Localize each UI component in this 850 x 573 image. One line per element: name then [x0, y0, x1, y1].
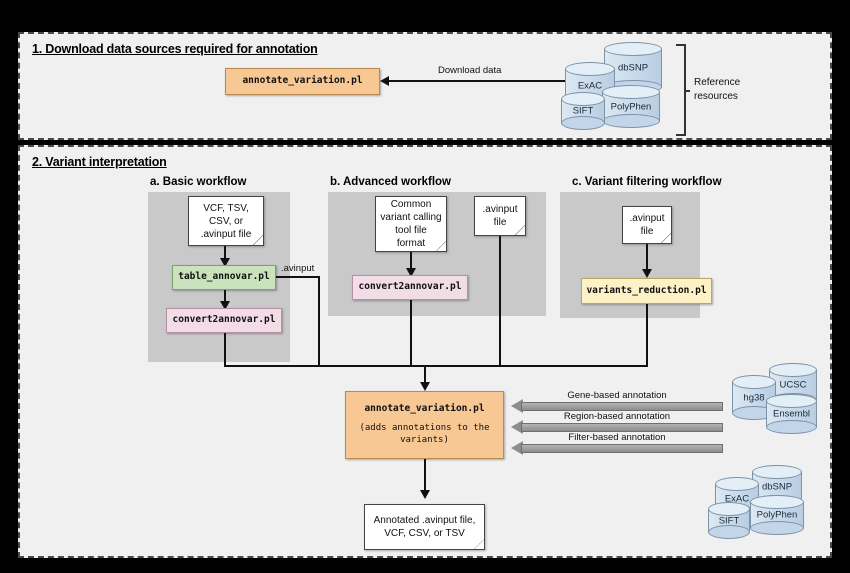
section-1-title: 1. Download data sources required for an… [32, 42, 318, 56]
workflow-b-arrow-1 [406, 268, 416, 277]
reference-resources-bracket [676, 44, 690, 136]
download-arrow-head [380, 76, 389, 86]
workflow-a-input-note: VCF, TSV, CSV, or .avinput file [188, 196, 264, 246]
db-cylinder-sift-2-label: SIFT [718, 515, 740, 526]
db-cylinder-dbsnp-2-label: dbSNP [761, 481, 793, 493]
annotate-variation-central-subtitle: (adds annotations to the variants) [359, 423, 490, 446]
merge-bus-line [224, 365, 648, 367]
workflow-a-arrow-1 [220, 258, 230, 267]
db-cylinder-polyphen-2: PolyPhen [750, 495, 804, 535]
avinput-bypass-v [318, 276, 320, 366]
annotate-variation-box-section1[interactable]: annotate_variation.pl [225, 68, 380, 95]
section-2-title: 2. Variant interpretation [32, 155, 167, 169]
workflow-a-line-1 [224, 246, 226, 263]
workflow-c-arrow-1 [642, 269, 652, 278]
workflow-b-avinput-note: .avinput file [474, 196, 526, 236]
workflow-b-title: b. Advanced workflow [330, 176, 451, 188]
workflow-b-avinput-line [499, 236, 501, 366]
merge-to-central-line [424, 365, 426, 388]
workflow-b-input-text: Common variant calling tool file format [380, 199, 442, 249]
db-cylinder-ensembl: Ensembl [766, 394, 817, 434]
workflow-c-input-note: .avinput file [622, 206, 672, 244]
reference-resources-label: Reference resources [694, 77, 741, 102]
filter-based-annotation-arrow [511, 441, 723, 455]
workflow-b-line-2 [410, 300, 412, 366]
merge-to-central-arrow [420, 382, 430, 391]
region-based-annotation-arrow [511, 420, 723, 434]
db-cylinder-polyphen: PolyPhen [602, 85, 660, 128]
db-cylinder-dbsnp-label: dbSNP [617, 62, 649, 74]
workflow-b-input-note: Common variant calling tool file format [375, 196, 447, 252]
workflow-c-line-2 [646, 304, 648, 366]
workflow-a-arrow-2 [220, 301, 230, 310]
convert2annovar-label-b: convert2annovar.pl [358, 281, 462, 293]
central-to-output-line [424, 459, 426, 496]
db-cylinder-sift-2: SIFT [708, 502, 750, 539]
section-1-panel: 1. Download data sources required for an… [18, 32, 832, 140]
workflow-a-line-3 [224, 333, 226, 366]
region-based-annotation-label: Region-based annotation [563, 411, 671, 422]
db-cylinder-ucsc-label: UCSC [779, 379, 807, 391]
variants-reduction-box[interactable]: variants_reduction.pl [581, 278, 712, 304]
gene-based-annotation-arrow [511, 399, 723, 413]
convert2annovar-box-a[interactable]: convert2annovar.pl [166, 308, 282, 333]
db-cylinder-exac-label: ExAC [577, 80, 603, 92]
db-cylinder-hg38-label: hg38 [743, 392, 765, 403]
db-cylinder-polyphen-label: PolyPhen [610, 101, 652, 112]
annotate-variation-label: annotate_variation.pl [242, 75, 363, 87]
convert2annovar-box-b[interactable]: convert2annovar.pl [352, 275, 468, 300]
db-cylinder-sift: SIFT [561, 92, 605, 130]
annotate-variation-box-central[interactable]: annotate_variation.pl (adds annotations … [345, 391, 504, 459]
central-to-output-arrow [420, 490, 430, 499]
output-text: Annotated .avinput file, VCF, CSV, or TS… [373, 515, 476, 539]
filter-based-annotation-label: Filter-based annotation [568, 432, 666, 443]
db-cylinder-hg38: hg38 [732, 375, 776, 420]
variants-reduction-label: variants_reduction.pl [586, 284, 707, 296]
db-cylinder-polyphen-2-label: PolyPhen [756, 509, 798, 521]
output-note: Annotated .avinput file, VCF, CSV, or TS… [364, 504, 485, 550]
gene-based-annotation-label: Gene-based annotation [567, 390, 667, 401]
download-data-label: Download data [438, 65, 502, 76]
workflow-c-input-text: .avinput file [629, 213, 665, 237]
workflow-b-line-1 [410, 252, 412, 273]
table-annovar-label: table_annovar.pl [178, 271, 270, 283]
annotate-variation-central-label: annotate_variation.pl [364, 403, 485, 415]
avinput-bypass-h [276, 276, 320, 278]
db-cylinder-exac-2-label: ExAC [724, 493, 750, 504]
workflow-b-avinput-text: .avinput file [482, 204, 518, 228]
convert2annovar-label-a: convert2annovar.pl [172, 314, 276, 326]
workflow-a-title: a. Basic workflow [150, 176, 247, 188]
workflow-a-input-text: VCF, TSV, CSV, or .avinput file [200, 202, 252, 240]
table-annovar-box[interactable]: table_annovar.pl [172, 265, 276, 290]
avinput-edge-label: .avinput [281, 263, 315, 274]
db-cylinder-sift-label: SIFT [572, 105, 594, 117]
db-cylinder-ensembl-label: Ensembl [773, 408, 810, 420]
workflow-c-title: c. Variant filtering workflow [572, 176, 722, 188]
workflow-a-line-2 [224, 290, 226, 306]
workflow-c-line-1 [646, 244, 648, 274]
download-arrow-line [389, 80, 565, 82]
